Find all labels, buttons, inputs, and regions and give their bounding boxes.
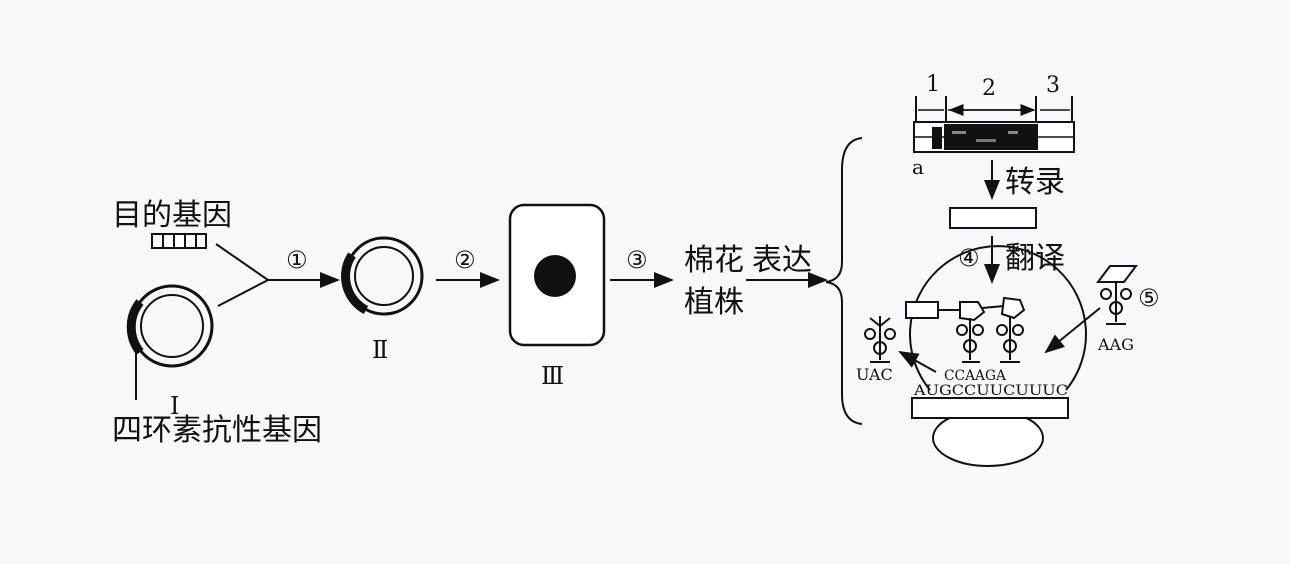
tet-resistance-gene-label: 四环素抗性基因	[112, 413, 322, 448]
region-1-label: 1	[926, 72, 940, 97]
translation-label: 翻译	[1005, 241, 1065, 276]
region-3-label: 3	[1046, 73, 1060, 98]
mrna-strand	[911, 397, 1069, 419]
region-a-label: a	[912, 155, 924, 179]
codon-aag-label: AAG	[1097, 335, 1134, 354]
departing-trna	[864, 316, 896, 363]
expression-label: 表达	[752, 243, 812, 278]
plasmid-connector-line	[217, 279, 269, 307]
step2-label: ②	[454, 246, 476, 274]
cotton-plant-label-line1: 棉花	[684, 243, 744, 278]
mrna-block	[949, 207, 1037, 229]
peptide-chain	[905, 296, 1026, 322]
anticodon-sequence: CCAAGA	[944, 368, 1007, 384]
plasmid-I	[126, 284, 214, 368]
roman-III: Ⅲ	[541, 362, 564, 390]
mrna-sequence: AUGCCUUCUUUC	[913, 383, 1068, 399]
cell-III	[508, 203, 606, 347]
roman-II: Ⅱ	[372, 336, 388, 364]
codon-uac-label: UAC	[856, 365, 893, 384]
trna-entry-arrow	[1044, 307, 1101, 354]
cotton-plant-label-line2: 植株	[684, 285, 744, 320]
curly-brace	[825, 137, 863, 425]
step4-label: ④	[958, 244, 980, 272]
region-2-label: 2	[982, 76, 996, 101]
step5-label: ⑤	[1138, 284, 1160, 312]
trna-in-ribosome-1	[956, 318, 984, 363]
gene-connector-line	[215, 243, 269, 281]
transcription-label: 转录	[1005, 165, 1065, 200]
ribosome-large-subunit	[909, 245, 1087, 391]
target-gene-label: 目的基因	[112, 198, 232, 233]
roman-I: Ⅰ	[170, 392, 179, 420]
trna-in-ribosome-2	[996, 316, 1024, 363]
step3-label: ③	[626, 246, 648, 274]
trna-exit-arrow	[898, 351, 937, 373]
target-gene-block	[151, 233, 207, 249]
plasmid-II	[341, 236, 424, 316]
step1-label: ①	[286, 246, 308, 274]
gene-structure-bar	[913, 121, 1075, 153]
incoming-trna	[1096, 265, 1138, 325]
